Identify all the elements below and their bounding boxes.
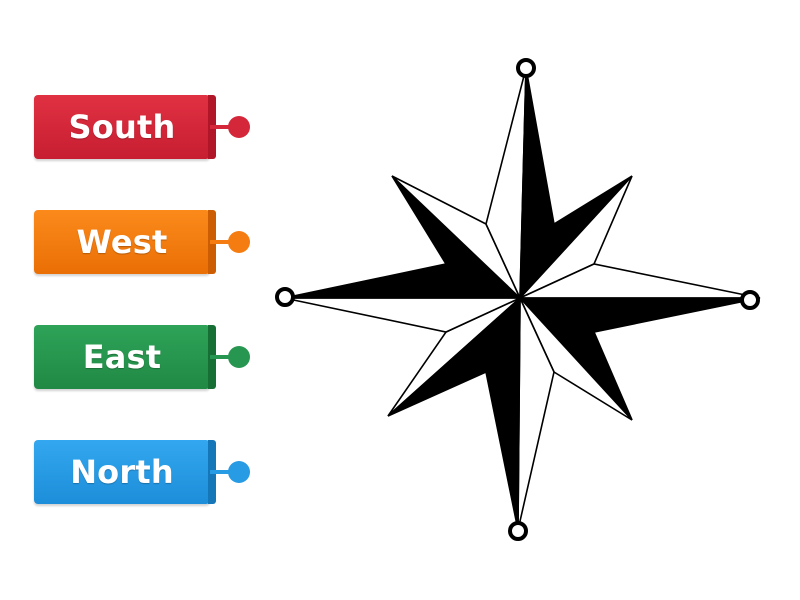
label-west-text: West [76, 223, 168, 261]
label-east-pin[interactable] [228, 346, 250, 368]
west-point-target[interactable] [275, 287, 295, 307]
label-west-pin[interactable] [228, 231, 250, 253]
label-west[interactable]: West [34, 210, 216, 274]
label-north-text: North [70, 453, 174, 491]
south-point-target[interactable] [508, 521, 528, 541]
east-point-target[interactable] [740, 290, 760, 310]
label-west-connector [210, 240, 238, 244]
north-point-target[interactable] [516, 58, 536, 78]
label-south-connector [210, 125, 238, 129]
label-east-text: East [82, 338, 162, 376]
label-north-connector [210, 470, 238, 474]
compass-rose-drawing [283, 67, 761, 531]
label-north[interactable]: North [34, 440, 216, 504]
label-north-pin[interactable] [228, 461, 250, 483]
label-south-text: South [68, 108, 176, 146]
label-south-pin[interactable] [228, 116, 250, 138]
label-east-connector [210, 355, 238, 359]
